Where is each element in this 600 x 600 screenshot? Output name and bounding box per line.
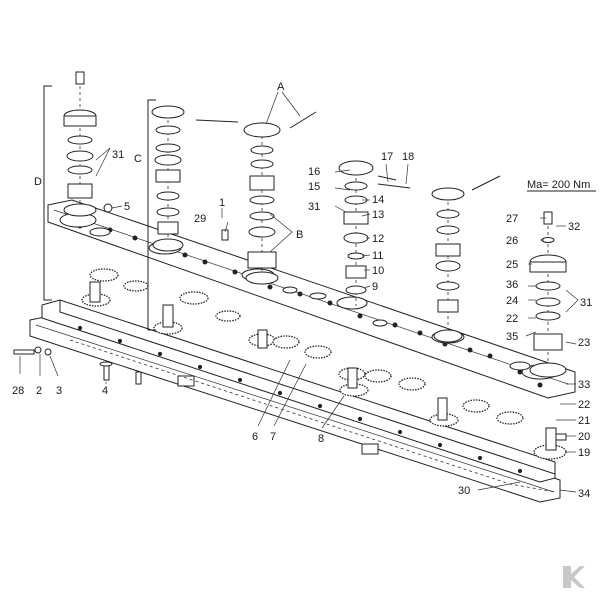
stack-right-outer: [529, 211, 567, 378]
label-21: 21: [578, 415, 590, 427]
label-15: 15: [308, 181, 320, 193]
label-5: 5: [124, 201, 130, 213]
stack-d: [63, 71, 113, 217]
torque-note: Ma= 200 Nm: [527, 179, 590, 191]
label-22a: 22: [506, 313, 518, 325]
label-18: 18: [402, 151, 414, 163]
label-c: C: [134, 153, 142, 165]
label-13: 13: [372, 209, 384, 221]
label-35: 35: [506, 331, 518, 343]
label-31b: 31: [308, 201, 320, 213]
label-4: 4: [102, 385, 108, 397]
label-33: 33: [578, 379, 590, 391]
label-36: 36: [506, 279, 518, 291]
label-34: 34: [578, 488, 590, 500]
label-19: 19: [578, 447, 590, 459]
label-30: 30: [458, 485, 470, 497]
lower-housing-frame: [29, 299, 561, 503]
label-32: 32: [568, 221, 580, 233]
label-24: 24: [506, 295, 518, 307]
loose-pins: [13, 229, 567, 441]
leader-lines: [19, 91, 579, 493]
label-28: 28: [12, 385, 24, 397]
brand-logo-icon: [563, 566, 585, 588]
lower-frame-holes: [77, 325, 523, 474]
label-22b: 22: [578, 399, 590, 411]
label-29: 29: [194, 213, 206, 225]
label-12: 12: [372, 233, 384, 245]
label-26: 26: [506, 235, 518, 247]
label-9: 9: [372, 281, 378, 293]
label-31a: 31: [112, 149, 124, 161]
label-b: B: [296, 229, 303, 241]
label-d: D: [34, 176, 42, 188]
upper-cutter-bar-plate: [47, 199, 576, 399]
label-14: 14: [372, 194, 384, 206]
label-16: 16: [308, 166, 320, 178]
label-27: 27: [506, 213, 518, 225]
stack-b: [243, 111, 317, 285]
label-a: A: [277, 81, 285, 93]
bracket-c: [147, 99, 156, 331]
gear-train: [81, 268, 567, 460]
label-3: 3: [56, 385, 62, 397]
label-6: 6: [252, 431, 258, 443]
label-25: 25: [506, 259, 518, 271]
stack-middle: [338, 160, 411, 306]
stack-c: [151, 105, 239, 252]
bracket-d: [43, 85, 52, 301]
stack-right-inner: [431, 175, 501, 343]
label-23: 23: [578, 337, 590, 349]
label-2: 2: [36, 385, 42, 397]
label-17: 17: [381, 151, 393, 163]
label-31c: 31: [580, 297, 592, 309]
label-7: 7: [270, 431, 276, 443]
label-10: 10: [372, 265, 384, 277]
label-11: 11: [372, 250, 383, 262]
label-1: 1: [219, 197, 225, 209]
label-8: 8: [318, 433, 324, 445]
label-20: 20: [578, 431, 590, 443]
